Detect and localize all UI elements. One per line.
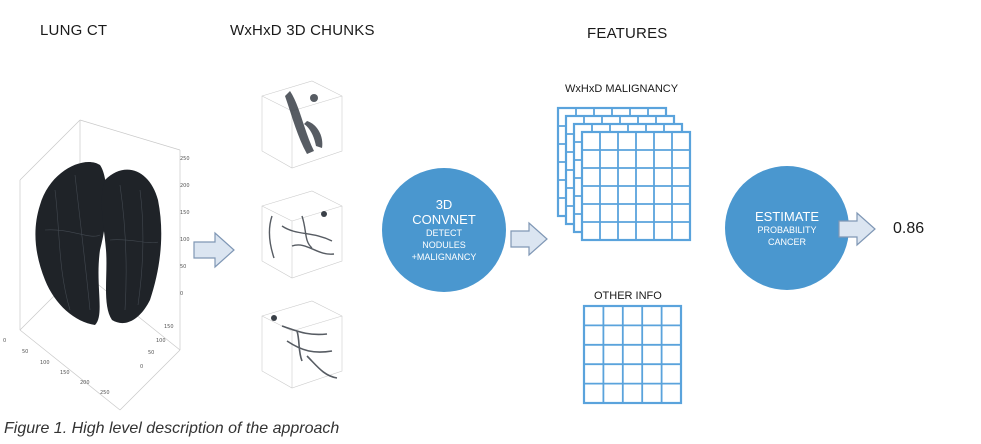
convnet-line-convnet: CONVNET [412, 212, 476, 227]
features-header: FEATURES [587, 25, 668, 42]
estimate-circle: ESTIMATE PROBABILITY CANCER [725, 166, 849, 290]
x-tick-label: 50 [22, 349, 28, 355]
probability-result: 0.86 [893, 220, 925, 237]
other-info-label: OTHER INFO [594, 290, 662, 302]
z-tick-label: 250 [180, 156, 190, 162]
y-tick-label: 0 [140, 364, 143, 370]
convnet-line-malignancy: +MALIGNANCY [411, 252, 477, 262]
figure-caption: Figure 1. High level description of the … [4, 420, 340, 437]
convnet-line-nodules: NODULES [422, 240, 466, 250]
y-tick-label: 150 [164, 324, 174, 330]
malignancy-feature-grids [556, 106, 692, 242]
z-tick-label: 150 [180, 210, 190, 216]
z-tick-label: 100 [180, 237, 190, 243]
chunk-cube-3 [261, 300, 343, 389]
other-info-grid [582, 304, 683, 405]
convnet-circle: 3D CONVNET DETECT NODULES +MALIGNANCY [382, 168, 506, 292]
z-tick-label: 0 [180, 291, 183, 297]
estimate-line-probability: PROBABILITY [757, 224, 817, 235]
chunk-cube-1 [261, 80, 343, 169]
arrow-estimate-to-result [838, 211, 876, 247]
x-tick-label: 150 [60, 370, 70, 376]
x-tick-label: 100 [40, 360, 50, 366]
x-tick-label: 250 [100, 390, 110, 396]
y-tick-label: 100 [156, 338, 166, 344]
arrow-convnet-to-features [510, 221, 548, 257]
chunks-header: WxHxD 3D CHUNKS [230, 22, 375, 39]
estimate-line-cancer: CANCER [767, 236, 806, 247]
y-tick-label: 50 [148, 350, 154, 356]
convnet-line-3d: 3D [435, 197, 453, 212]
chunk-cube-2 [261, 190, 343, 279]
x-tick-label: 200 [80, 380, 90, 386]
arrow-ct-to-chunks [193, 231, 235, 269]
lung-ct-header: LUNG CT [40, 22, 108, 39]
z-tick-label: 200 [180, 183, 190, 189]
estimate-line-estimate: ESTIMATE [754, 208, 820, 224]
convnet-line-detect: DETECT [426, 228, 462, 238]
x-tick-label: 0 [3, 338, 6, 344]
z-tick-label: 50 [180, 264, 186, 270]
lung-ct-volume: 250 200 150 100 50 0 0 50 100 150 200 25… [3, 119, 190, 411]
malignancy-label: WxHxD MALIGNANCY [565, 83, 679, 95]
